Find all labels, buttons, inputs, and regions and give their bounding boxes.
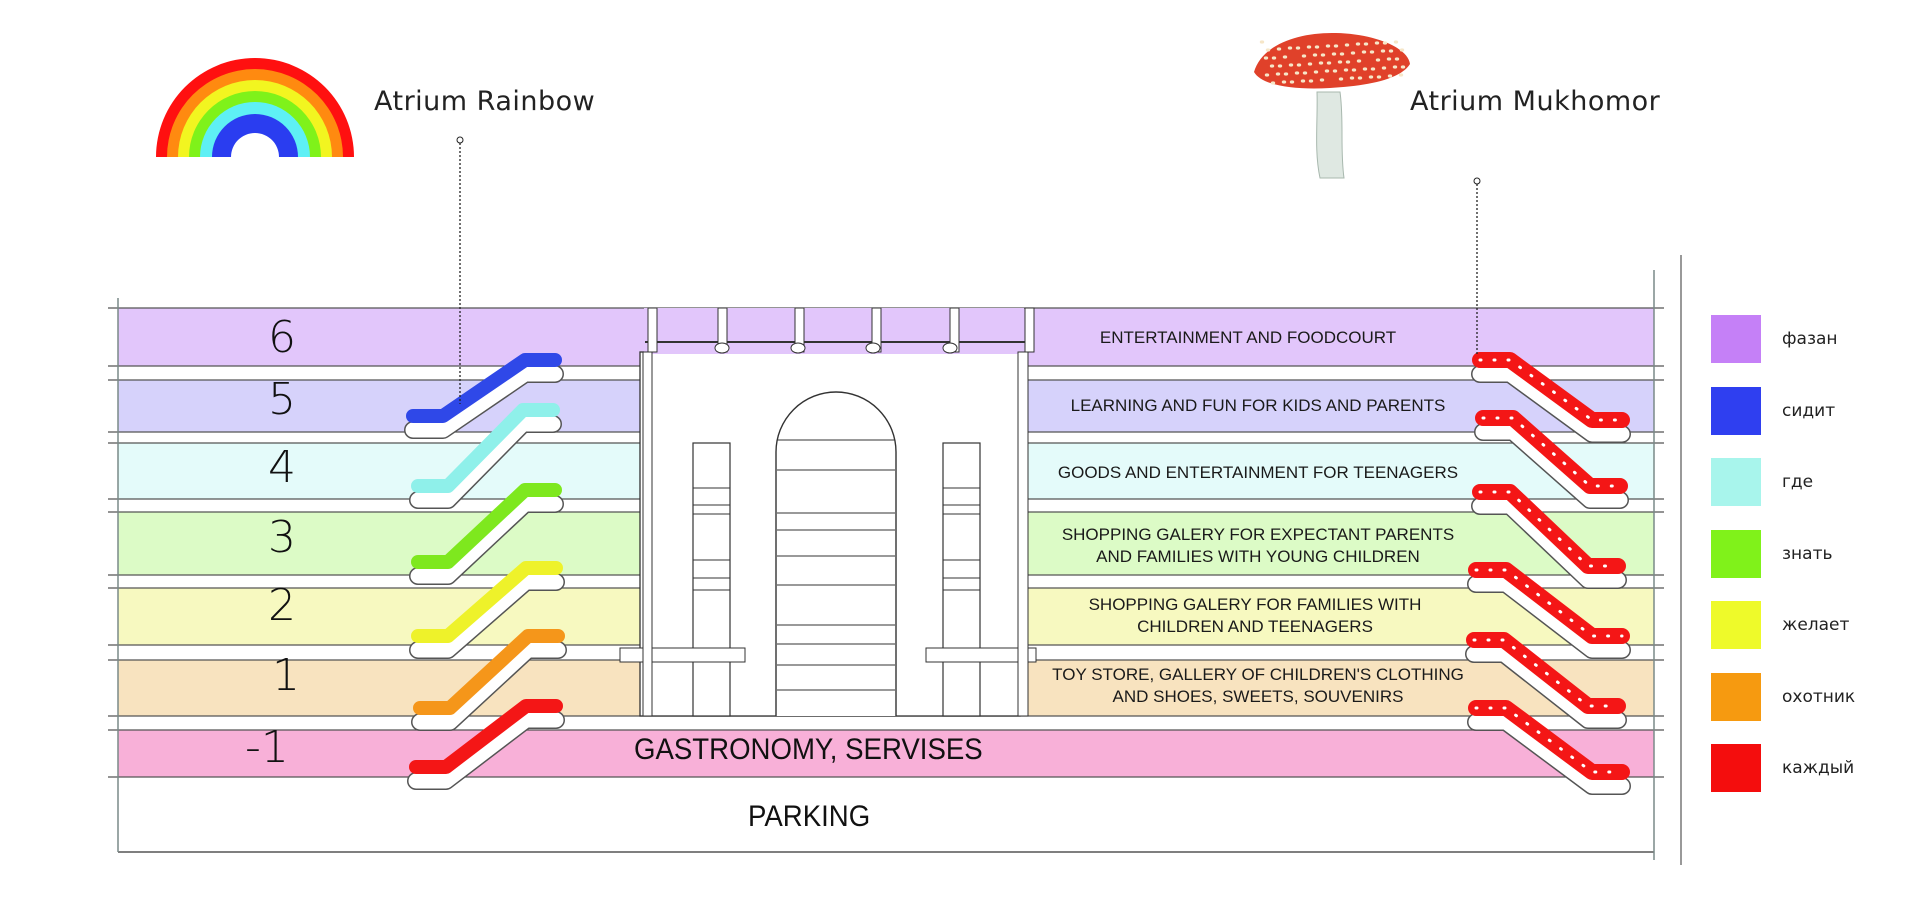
legend-swatch [1711,386,1761,435]
floor-description-line: ENTERTAINMENT AND FOODCOURT [1099,328,1397,347]
floor-description: SHOPPING GALERY FOR EXPECTANT PARENTS AND… [998,524,1518,568]
atrium-column [942,442,981,717]
atrium-mukhomor-title: Atrium Mukhomor [1410,86,1661,117]
atrium-arch [775,391,897,716]
floor-number: 2 [268,580,296,631]
bridge [619,647,746,663]
mushroom-dots [1474,568,1624,638]
roof-light [865,342,881,354]
roof-light [942,342,958,354]
floor-number: 5 [268,374,296,425]
rainbow-escalator [406,353,562,423]
floor-number: -1 [245,722,289,773]
atrium-column [692,442,731,717]
parking-label: PARKING [748,800,871,833]
roof-light [790,342,806,354]
legend-label: где [1782,472,1814,492]
legend-swatch [1711,672,1761,721]
rainbow-escalator [409,699,563,774]
legend-label: каждый [1782,758,1855,778]
leader-dot [456,136,464,144]
floor-description: SHOPPING GALERY FOR FAMILIES WITH CHILDRE… [995,594,1515,638]
floor-description-line: SHOPPING GALERY FOR FAMILIES WITH [1088,595,1422,614]
floor-description-line: AND FAMILIES WITH YOUNG CHILDREN [1096,547,1420,566]
legend-label: желает [1782,615,1850,635]
floor-description: GOODS AND ENTERTAINMENT FOR TEENAGERS [998,462,1518,484]
legend-label: охотник [1782,686,1856,707]
mushroom-dots [1478,358,1624,422]
mushroom-dots [1478,490,1620,568]
rainbow-escalator [413,629,565,715]
floor-description: TOY STORE, GALLERY OF CHILDREN'S CLOTHIN… [998,664,1518,708]
roof-mullion [1024,307,1035,353]
floor-band [118,730,1654,777]
floor-description-line: AND SHOES, SWEETS, SOUVENIRS [1112,687,1404,706]
roof-light [714,342,730,354]
atrium-rainbow-title: Atrium Rainbow [374,86,596,117]
legend-swatch [1711,458,1761,506]
floor-description: LEARNING AND FUN FOR KIDS AND PARENTS [998,395,1518,417]
floor-description-line: CHILDREN AND TEENAGERS [1137,617,1373,636]
floor-description-line: LEARNING AND FUN FOR KIDS AND PARENTS [1070,396,1446,415]
floor-description: GASTRONOMY, SERVISES [634,733,983,766]
legend-label: сидит [1782,400,1836,421]
floor-number: 4 [268,442,296,493]
floor-number: 1 [272,650,300,701]
floor-number: 3 [268,512,296,563]
rainbow-escalator [411,483,562,569]
rainbow-escalator [411,403,560,493]
legend-swatch [1711,744,1761,792]
leader-dot [1473,177,1481,185]
bridge [925,647,1037,663]
rainbow-escalator [411,561,563,643]
floor-description-line: GOODS AND ENTERTAINMENT FOR TEENAGERS [1057,463,1459,482]
floor-description-line: SHOPPING GALERY FOR EXPECTANT PARENTS [1061,525,1455,544]
floor-number: 6 [268,312,296,363]
roof-mullion [647,307,658,353]
legend-label: фазан [1782,329,1838,349]
floor-description-line: TOY STORE, GALLERY OF CHILDREN'S CLOTHIN… [1052,665,1464,684]
legend-swatch [1711,315,1761,363]
legend-label: знать [1782,543,1833,564]
legend-swatch [1711,601,1761,649]
floor-description: ENTERTAINMENT AND FOODCOURT [988,327,1508,349]
mushroom-dots [1472,638,1620,708]
mushroom-dots [1474,706,1624,774]
legend-swatch [1711,529,1761,578]
mushroom-dots [1481,416,1622,488]
